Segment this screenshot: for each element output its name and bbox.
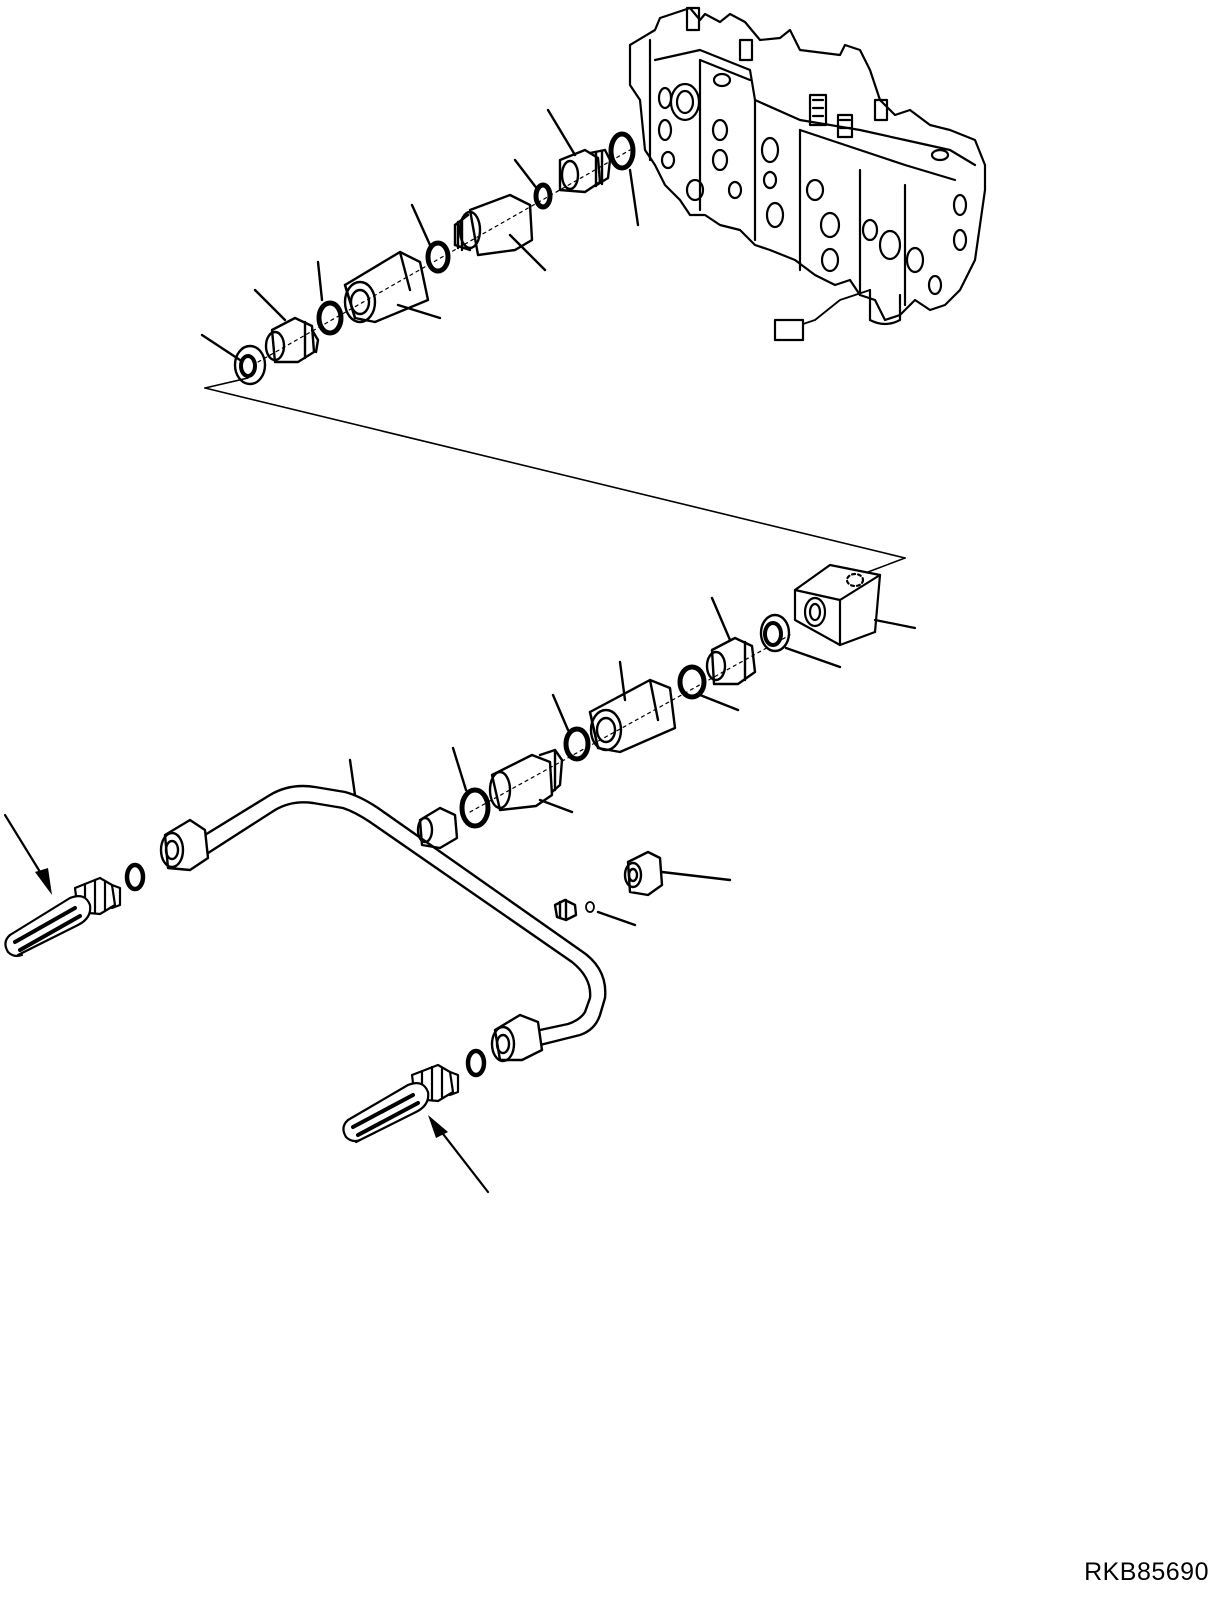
nipple-lower [705,636,757,686]
o-ring-tiny [585,901,595,913]
port-block [793,563,917,647]
tube-nut-right [490,1013,544,1063]
coupling-sleeve-lower [588,678,677,754]
seal-ring-upper [316,300,344,336]
adapter-lower [488,748,564,812]
o-ring-hose-left [124,862,146,892]
washer-lower [759,613,791,653]
view-connection-lines [204,377,906,573]
tee-fitting [416,806,459,850]
washer-upper [233,344,267,386]
cap-fitting [623,850,664,897]
drawing-reference-code: RKB85690 [1084,1558,1209,1586]
o-ring-mid-upper [425,240,451,274]
seal-ring-lower [677,664,707,700]
hose-assembly-right [342,1048,490,1194]
o-ring-mid-lower [563,726,591,762]
nipple-upper [264,316,320,364]
union-fitting-upper [558,148,612,194]
lower-fitting-stack [416,596,842,850]
upper-fitting-stack [200,108,640,386]
o-ring-large-upper [608,131,636,171]
bent-tube [159,758,732,1063]
tube-nut-left [159,818,210,872]
o-ring-hose-right [465,1048,487,1078]
hose-assembly-left [3,813,146,958]
plug-fitting [553,898,578,922]
o-ring-small-lower [459,787,491,829]
control-valve-assembly [628,6,987,342]
coupling-sleeve-upper [343,250,430,324]
